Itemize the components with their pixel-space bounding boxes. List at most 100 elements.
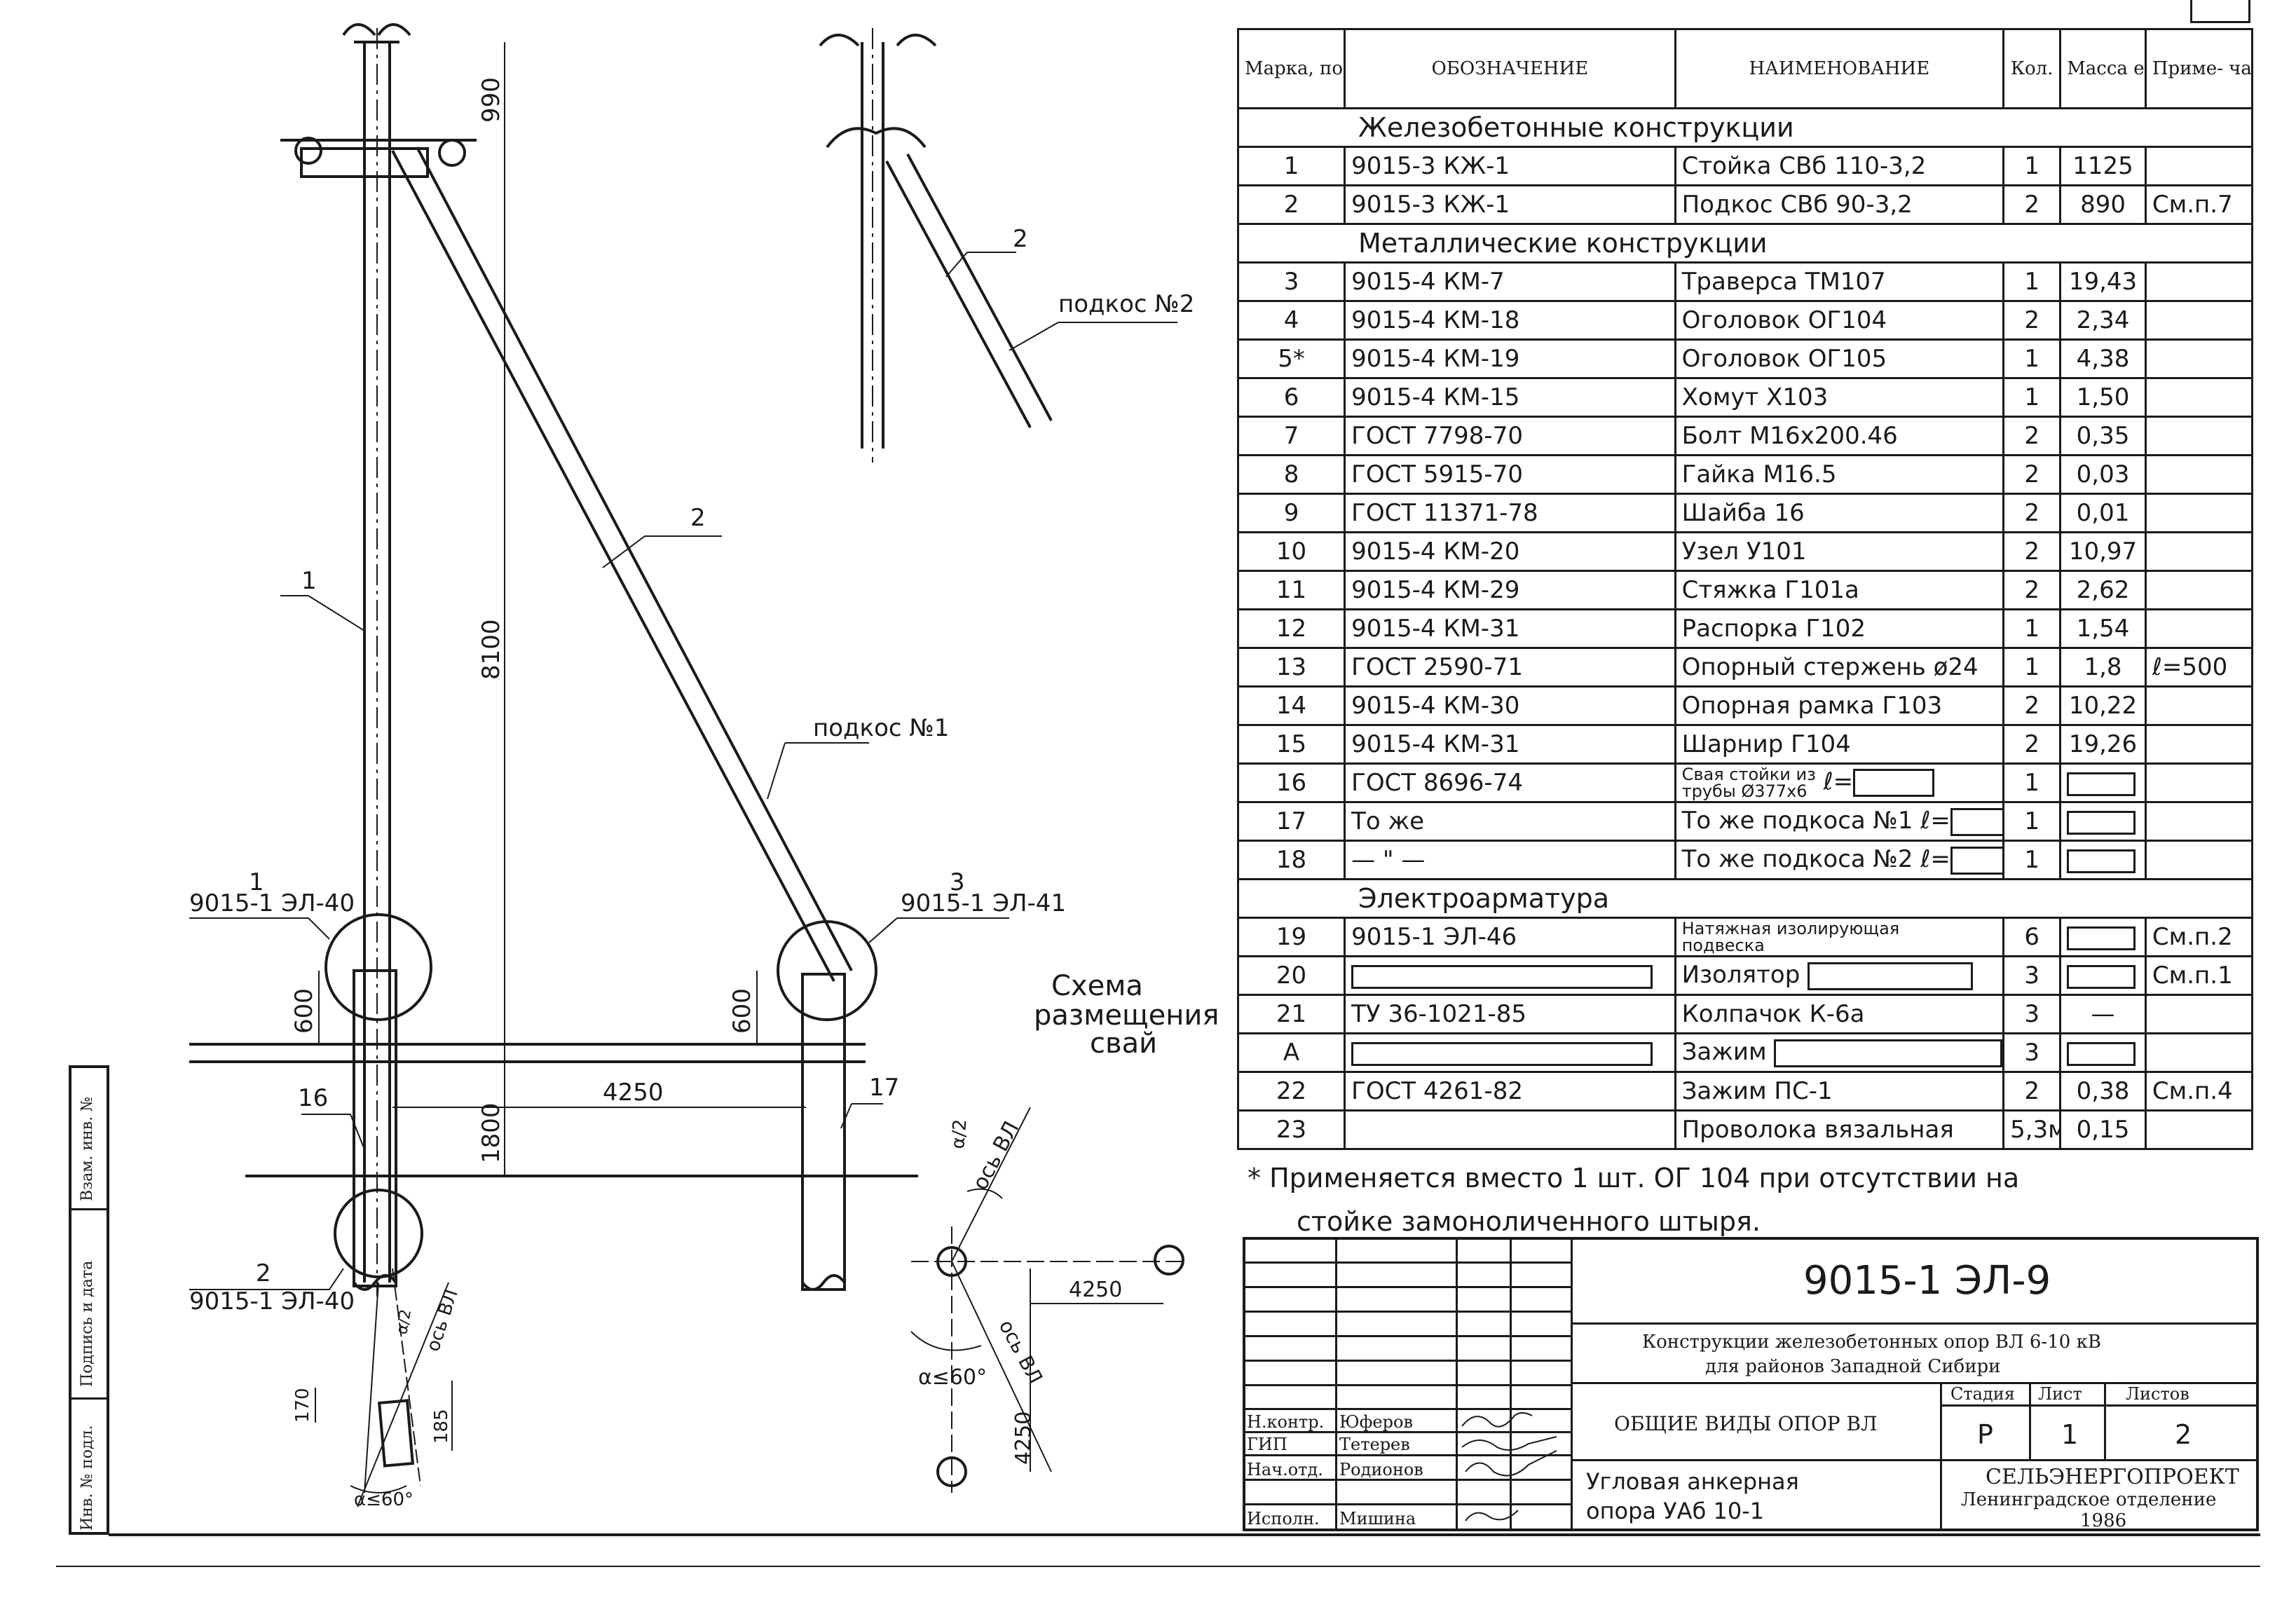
cell-qty: 1 [2002, 338, 2062, 379]
cell-mass: 890 [2059, 184, 2147, 225]
cell-designation: 9015-3 КЖ-1 [1344, 146, 1676, 186]
cell-qty: 1 [2002, 801, 2062, 842]
node-3-num: 3 [950, 868, 965, 896]
specification-table: Марка, поз. ОБОЗНАЧЕНИЕ НАИМЕНОВАНИЕ Кол… [1236, 28, 2254, 1150]
node-1-num: 1 [249, 868, 264, 896]
cell-designation: 9015-4 КМ-15 [1344, 377, 1676, 418]
cell-mark: 13 [1236, 647, 1346, 688]
cell-designation: 9015-4 КМ-31 [1344, 724, 1676, 765]
cell-designation: 9015-4 КМ-30 [1344, 685, 1676, 726]
header-note: Приме- чание [2144, 28, 2254, 109]
table-row: 4 9015-4 КМ-18 Оголовок ОГ104 2 2,34 [1236, 300, 2254, 341]
podkos-1-label: подкос №1 [813, 714, 949, 742]
detail-angle-half: α/2 [393, 1308, 415, 1336]
scheme-axis-vl: ось ВЛ [968, 1117, 1024, 1194]
dim-600-right: 600 [728, 988, 756, 1034]
header-qty: Кол. [2002, 28, 2062, 109]
sheets-label: Листов [2126, 1384, 2189, 1404]
org-line-2: Ленинградское отделение [1961, 1489, 2217, 1510]
cell-qty: 1 [2002, 647, 2062, 688]
detail-axis-vl: ось ВЛ [423, 1287, 463, 1354]
side-strip-label-2: Подпись и дата [78, 1260, 96, 1387]
cell-note [2144, 801, 2254, 842]
section-row: Электроарматура [1237, 878, 2253, 919]
section-row: Металлические конструкции [1237, 223, 2253, 264]
scheme-angle-limit: α≤60° [918, 1365, 987, 1390]
cell-note [2144, 300, 2254, 341]
cell-mark: 12 [1236, 608, 1346, 649]
cell-qty: 1 [2002, 377, 2062, 418]
cell-qty: 3 [2002, 955, 2062, 996]
cell-qty: 1 [2002, 146, 2062, 186]
label-17: 17 [869, 1074, 899, 1102]
cell-mark: 1 [1236, 146, 1346, 186]
sheet-tab [2190, 0, 2250, 23]
side-strip-label-3: Взам. инв. № [78, 1097, 96, 1201]
scheme-title-2: размещения [1034, 999, 1219, 1032]
cell-note [2144, 377, 2254, 418]
cell-mark: 16 [1236, 762, 1346, 803]
table-row: 21 ТУ 36-1021-85 Колпачок К-6а 3 — [1236, 994, 2254, 1034]
sheet-title: ОБЩИЕ ВИДЫ ОПОР ВЛ [1614, 1412, 1878, 1435]
cell-note [2144, 338, 2254, 379]
cell-mark: 10 [1236, 531, 1346, 572]
length-label: ℓ= [1823, 767, 1854, 796]
dim-990: 990 [477, 77, 505, 123]
cell-qty: 6 [2002, 917, 2062, 957]
cell-mass [2059, 801, 2147, 842]
stamp-grid-row [1243, 1237, 1573, 1264]
table-row: 3 9015-4 КМ-7 Траверса ТМ107 1 19,43 [1236, 261, 2254, 302]
cell-mark: 14 [1236, 685, 1346, 726]
table-row: 1 9015-3 КЖ-1 Стойка СВб 110-3,2 1 1125 [1236, 146, 2254, 186]
cell-mark: 23 [1236, 1109, 1346, 1150]
cell-designation: 9015-4 КМ-18 [1344, 300, 1676, 341]
doc-code: 9015-1 ЭЛ-9 [1803, 1258, 2051, 1304]
org-year: 1986 [2080, 1510, 2127, 1531]
cell-designation: ГОСТ 2590-71 [1344, 647, 1676, 688]
cell-qty: 2 [2002, 685, 2062, 726]
cell-qty: 2 [2002, 724, 2062, 765]
cell-qty: 3 [2002, 994, 2062, 1034]
mass-blank [2067, 926, 2136, 950]
cell-name: Болт М16х200.46 [1674, 416, 2005, 456]
stamp-grid-row [1243, 1261, 1573, 1288]
dim-8100: 8100 [477, 619, 505, 680]
stamp-grid-row [1243, 1335, 1573, 1362]
cell-note [2144, 454, 2254, 495]
stamp-grid-row [1243, 1360, 1573, 1386]
length-blank [1950, 807, 2002, 836]
dim-4250: 4250 [603, 1079, 664, 1107]
cell-mark: 20 [1236, 955, 1346, 996]
cell-mark: 22 [1236, 1071, 1346, 1112]
detail-angle-limit: α≤60° [354, 1489, 414, 1510]
role-3: Нач.отд. [1247, 1460, 1323, 1479]
dim-1800: 1800 [477, 1102, 505, 1163]
cell-name: Зажим [1674, 1032, 2005, 1073]
cell-mass [2059, 840, 2147, 880]
cell-designation: ГОСТ 11371-78 [1344, 493, 1676, 533]
side-strip: Инв. № подл. Подпись и дата Взам. инв. № [69, 1065, 109, 1535]
cell-qty: 2 [2002, 570, 2062, 610]
scheme-title-3: свай [1090, 1027, 1157, 1060]
cell-mark: 9 [1236, 493, 1346, 533]
table-row: 11 9015-4 КМ-29 Стяжка Г101а 2 2,62 [1236, 570, 2254, 610]
cell-designation: 9015-4 КМ-31 [1344, 608, 1676, 649]
table-row: 12 9015-4 КМ-31 Распорка Г102 1 1,54 [1236, 608, 2254, 649]
cell-note [2144, 1032, 2254, 1073]
brace-line-a [391, 150, 835, 982]
length-blank [1950, 846, 2002, 875]
name-1: Юферов [1339, 1412, 1413, 1432]
cell-name: Шарнир Г104 [1674, 724, 2005, 765]
cell-qty: 2 [2002, 493, 2062, 533]
mass-blank [2067, 772, 2136, 796]
cell-note [2144, 840, 2254, 880]
cell-note [2144, 493, 2254, 533]
table-row: 23 Проволока вязальная 5,3м 0,15 [1236, 1109, 2254, 1150]
brace-line-b [416, 146, 853, 971]
cell-designation: 9015-4 КМ-29 [1344, 570, 1676, 610]
